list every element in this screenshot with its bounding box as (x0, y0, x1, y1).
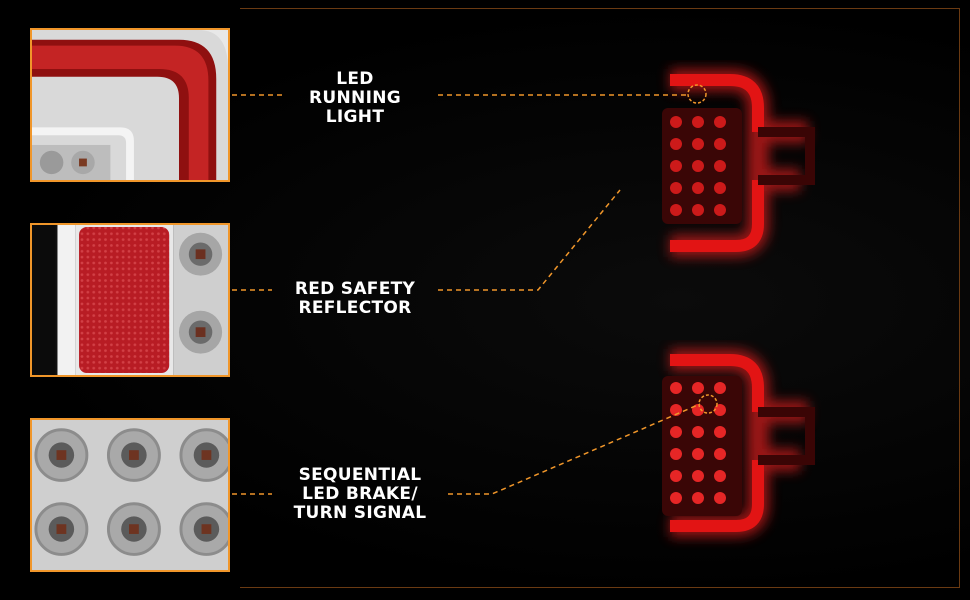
thumbnail-safety-reflector (30, 223, 230, 377)
thumbnail-brake-turn-leds (30, 418, 230, 572)
callout-label-running-light: LED RUNNING LIGHT (309, 69, 401, 127)
frame-border (240, 8, 960, 588)
tail-lamp-upper (662, 69, 815, 257)
thumbnail-running-light (30, 28, 230, 182)
callout-label-brake-turn: SEQUENTIAL LED BRAKE/ TURN SIGNAL (293, 465, 427, 523)
tail-lamp-lower (662, 349, 815, 537)
callout-label-safety-reflector: RED SAFETY REFLECTOR (294, 279, 416, 318)
